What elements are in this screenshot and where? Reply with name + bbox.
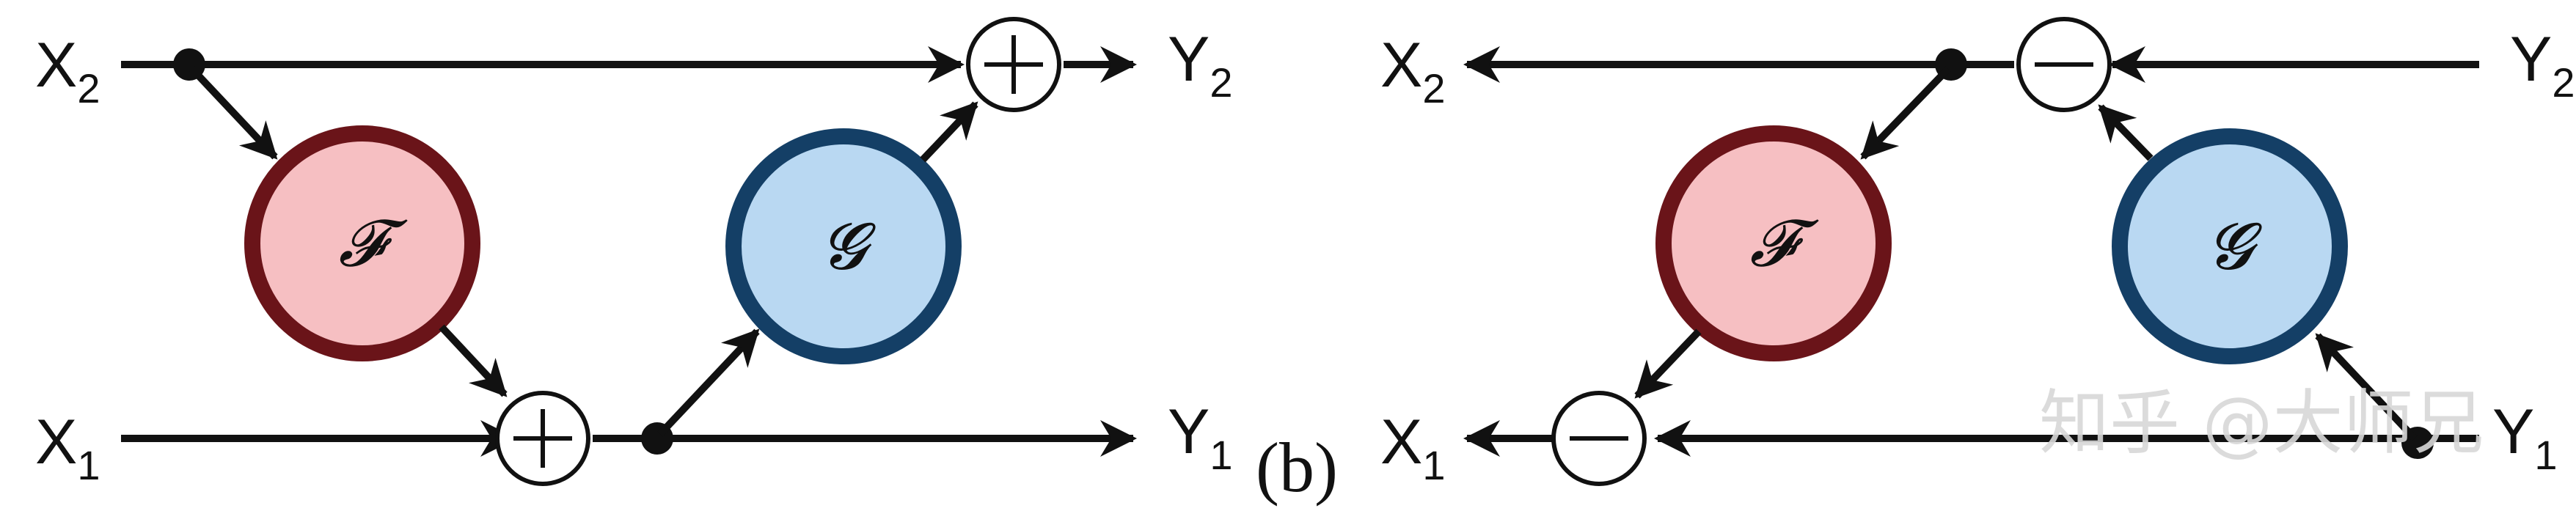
inv-x2-label: X2 [1380, 30, 1446, 111]
inv-y2-label: Y2 [2510, 24, 2575, 106]
fwd-f-node [244, 125, 480, 361]
inv-g-to-minus-arrow [2098, 104, 2154, 161]
inverse-panel: X2 X1 Y2 Y1 𝓕 𝓖 [1380, 17, 2575, 488]
inv-f-to-minus-arrow [1634, 328, 1702, 399]
fwd-f-to-plus-arrow [439, 324, 508, 397]
inv-to-g-arrow [2315, 333, 2418, 441]
forward-panel: X2 X1 Y2 Y1 𝓕 𝓖 [35, 17, 1233, 488]
fwd-y2-label: Y2 [1168, 24, 1233, 106]
fwd-x1-label: X1 [35, 407, 100, 488]
inv-x1-label: X1 [1380, 407, 1446, 488]
inv-f-node [1655, 125, 1892, 361]
fwd-to-g-arrow [657, 328, 760, 437]
watermark-text: 知乎 @大师兄 [2039, 382, 2484, 464]
fwd-x2-label: X2 [35, 30, 100, 111]
inv-g-node [2112, 128, 2348, 364]
fwd-g-to-plus-arrow [920, 101, 978, 163]
panel-caption: (b) [1256, 428, 1338, 507]
inv-y1-label: Y1 [2492, 397, 2558, 478]
fwd-to-f-arrow [189, 66, 278, 160]
inv-to-f-arrow [1860, 66, 1951, 160]
fwd-g-node [725, 128, 962, 364]
fwd-y1-label: Y1 [1168, 397, 1233, 478]
